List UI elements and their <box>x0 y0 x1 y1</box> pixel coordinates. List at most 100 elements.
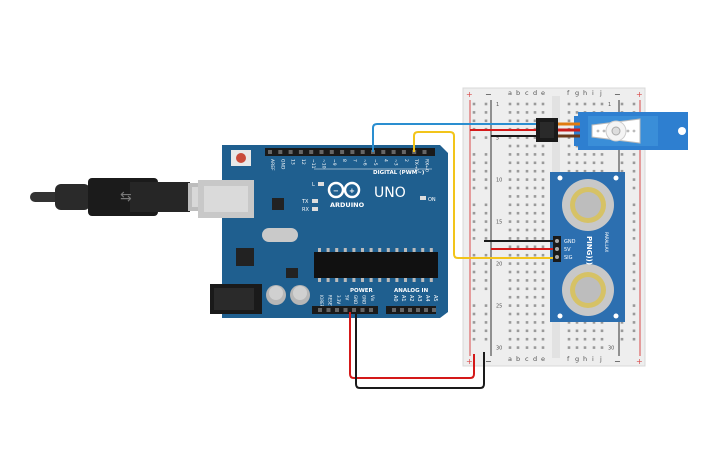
breadboard-hole <box>567 111 571 114</box>
breadboard-hole <box>567 144 571 148</box>
analog-pin-hole[interactable] <box>432 308 436 312</box>
breadboard-hole <box>525 186 529 190</box>
wire-red-5v[interactable] <box>349 312 475 379</box>
digital-pin-label: ~11 <box>310 159 316 169</box>
mcu-pin <box>318 278 321 282</box>
rail-hole <box>472 337 476 341</box>
breadboard-hole <box>600 329 604 333</box>
breadboard-hole <box>525 295 529 299</box>
servo-horn-holes <box>596 129 636 133</box>
power-pin-hole[interactable] <box>343 308 348 312</box>
breadboard-hole <box>592 337 596 341</box>
power-pin-hole[interactable] <box>326 308 331 312</box>
digital-pin-hole[interactable] <box>401 150 406 154</box>
rail-hole <box>472 211 476 215</box>
analog-pin-label: A3 <box>416 295 422 302</box>
rail-hole <box>484 337 488 341</box>
analog-pin-hole[interactable] <box>424 308 428 312</box>
analog-pin-hole[interactable] <box>400 308 404 312</box>
power-pin-hole[interactable] <box>352 308 356 312</box>
digital-pin-hole[interactable] <box>350 150 355 154</box>
sensor-pin-sig: SIG <box>564 255 573 261</box>
breadboard-hole <box>525 304 529 307</box>
breadboard-hole <box>583 102 587 106</box>
breadboard-hole <box>533 119 537 123</box>
chip-small-1 <box>272 198 284 210</box>
rail-hole <box>632 161 636 165</box>
rail-hole <box>484 186 488 190</box>
breadboard-hole <box>541 346 545 349</box>
digital-pin-hole[interactable] <box>329 150 334 154</box>
analog-pin-hole[interactable] <box>392 308 396 312</box>
breadboard-hole <box>533 295 537 299</box>
digital-pin-hole[interactable] <box>278 150 283 154</box>
breadboard-hole <box>533 203 537 207</box>
analog-pin-hole[interactable] <box>408 308 412 312</box>
rail-hole <box>472 119 476 123</box>
wire-blue-signal[interactable] <box>372 123 536 152</box>
breadboard-hole <box>533 161 537 165</box>
power-pin-hole[interactable] <box>369 308 373 312</box>
breadboard-hole <box>508 195 512 198</box>
wire-black-gnd[interactable] <box>355 312 485 389</box>
analog-pin-label: A2 <box>408 295 414 302</box>
usb-cable[interactable]: ⇆ <box>30 178 224 216</box>
power-pin-hole[interactable] <box>360 308 365 312</box>
digital-pin-hole[interactable] <box>298 150 303 154</box>
rail-hole <box>472 304 476 307</box>
breadboard-hole <box>516 144 520 148</box>
breadboard-hole <box>508 119 512 123</box>
row-number: 5 <box>496 136 499 142</box>
digital-pin-hole[interactable] <box>391 150 396 154</box>
digital-pin-hole[interactable] <box>340 150 345 154</box>
digital-pin-hole[interactable] <box>309 150 314 154</box>
column-letter: e <box>541 89 545 97</box>
servo-mount-hole <box>678 127 686 135</box>
breadboard-hole <box>592 161 596 165</box>
digital-pin-hole[interactable] <box>288 150 293 154</box>
svg-text:+: + <box>349 187 355 195</box>
digital-pin-hole[interactable] <box>422 150 427 154</box>
breadboard-hole <box>525 346 529 349</box>
breadboard-hole <box>525 102 529 106</box>
rail-hole <box>484 262 488 265</box>
digital-pin-hole[interactable] <box>319 150 324 154</box>
mcu-pin <box>343 248 347 252</box>
rail-hole <box>632 211 636 215</box>
digital-header[interactable] <box>265 148 435 156</box>
rail-hole <box>484 136 488 139</box>
column-letter: j <box>599 89 602 97</box>
digital-pin-label: GND <box>279 159 285 170</box>
servo-motor[interactable] <box>536 112 688 150</box>
breadboard-hole <box>508 295 512 299</box>
mcu-pin <box>335 278 339 282</box>
power-pin-label: IOREF <box>319 295 324 308</box>
rail-hole <box>484 102 488 106</box>
power-pin-hole[interactable] <box>318 308 322 312</box>
rail-hole <box>472 161 476 165</box>
column-letter: h <box>583 355 587 363</box>
ping-sensor[interactable]: GND 5V SIG PING))) PARALLAX <box>550 172 625 322</box>
digital-pin-hole[interactable] <box>268 150 272 154</box>
rail-hole <box>484 287 488 291</box>
breadboard-hole <box>567 337 571 341</box>
crystal <box>262 228 298 242</box>
rail-hole <box>632 262 636 265</box>
rail-hole <box>632 279 636 282</box>
rail-hole <box>484 279 488 282</box>
breadboard-hole <box>541 203 545 207</box>
digital-pin-hole[interactable] <box>360 150 365 154</box>
arduino-logo: − + <box>327 181 361 199</box>
analog-pin-hole[interactable] <box>416 308 420 312</box>
breadboard-hole <box>516 329 520 333</box>
breadboard-hole <box>516 111 520 114</box>
rail-label-plus-right-bottom: + <box>636 357 643 366</box>
power-pin-hole[interactable] <box>335 308 339 312</box>
column-letter: a <box>508 89 512 97</box>
breadboard-hole <box>525 220 529 223</box>
led-tx <box>312 199 318 203</box>
wire-yellow-sig[interactable] <box>413 131 553 259</box>
breadboard-hole <box>583 337 587 341</box>
digital-pin-hole[interactable] <box>381 150 386 154</box>
